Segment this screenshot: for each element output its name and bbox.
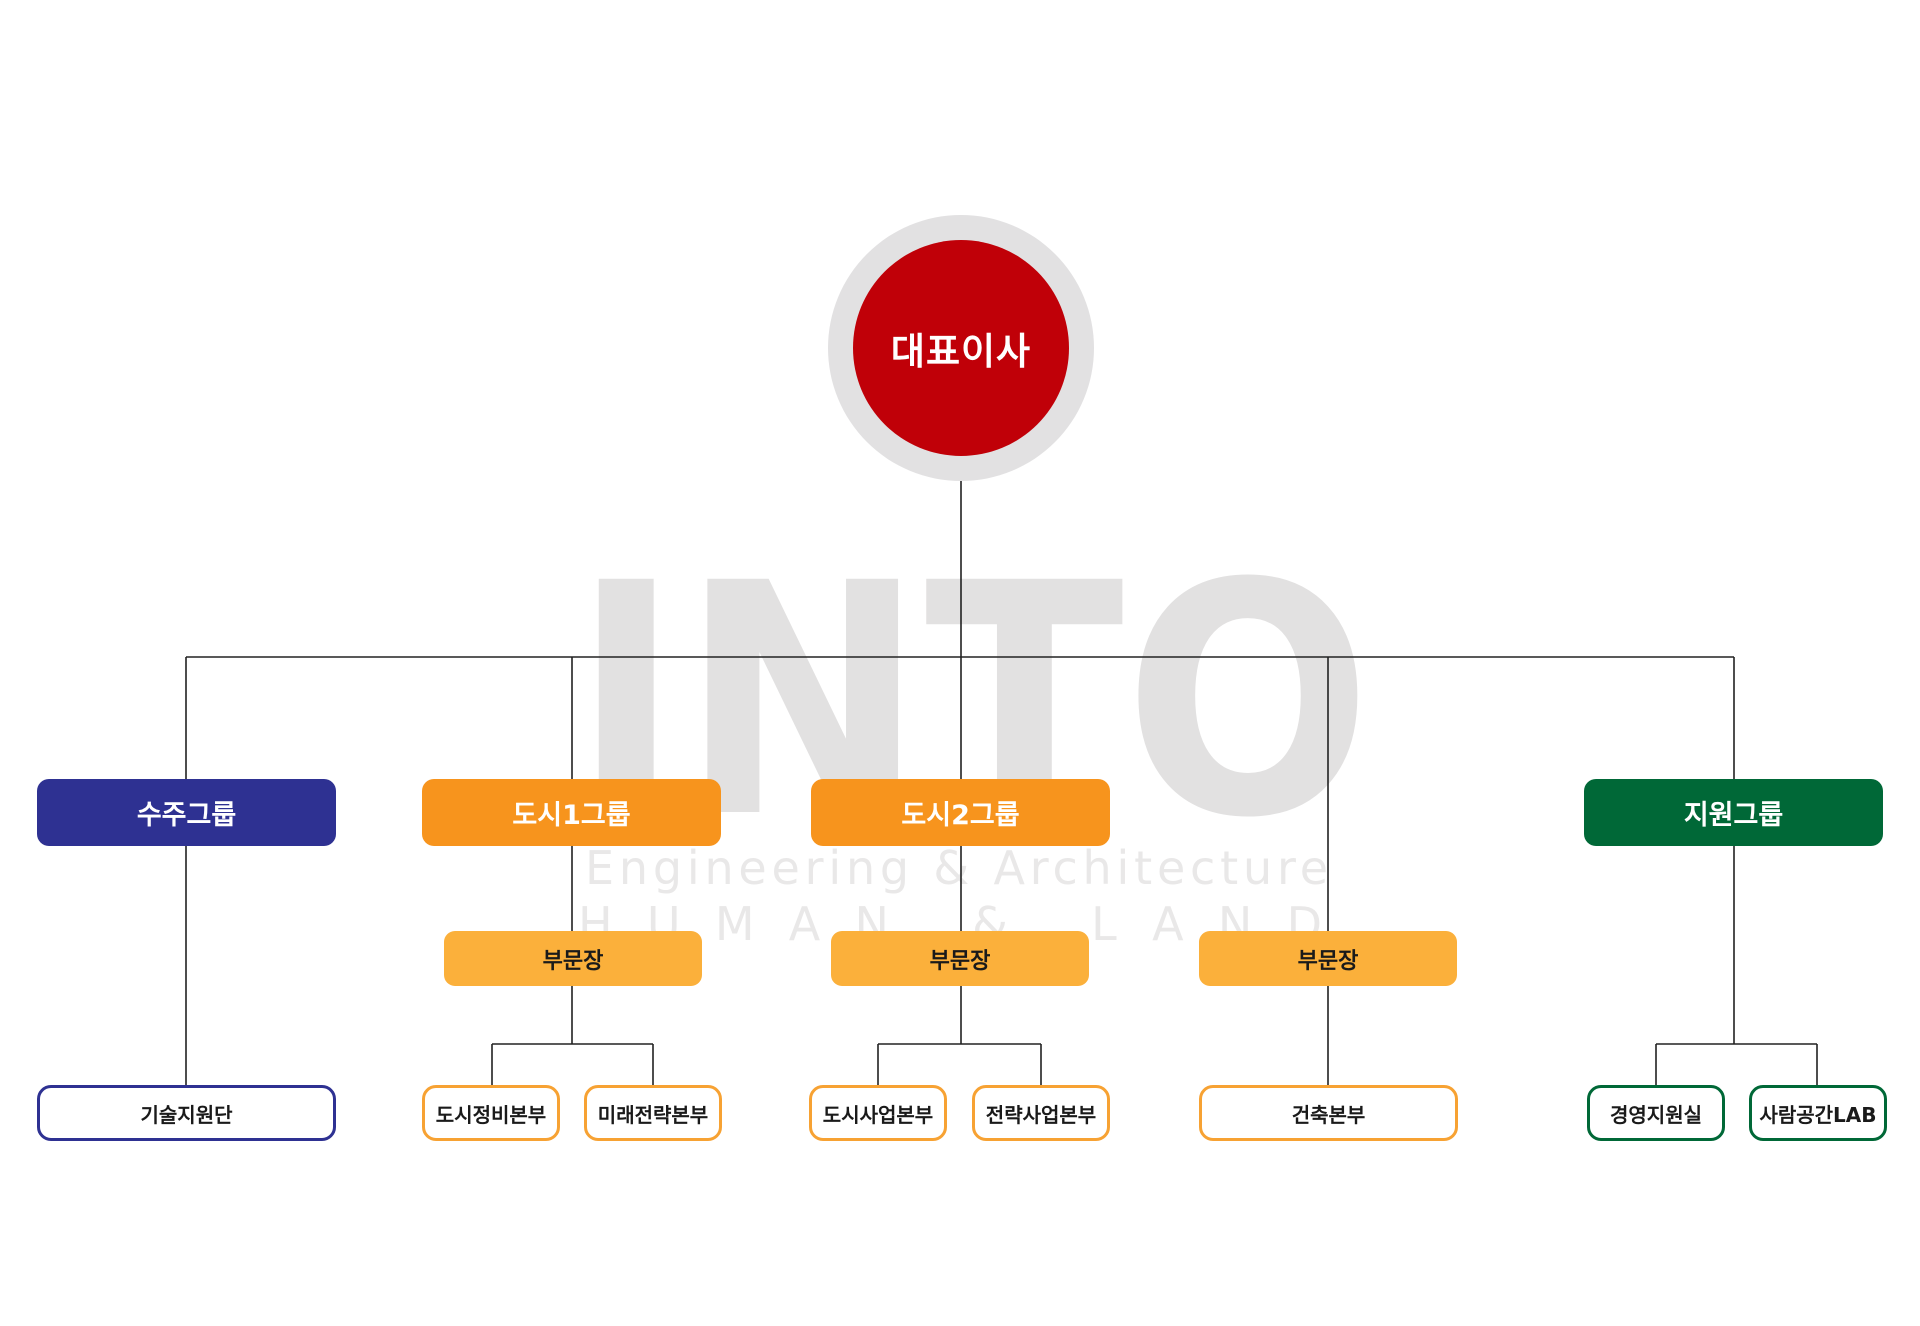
division-head-3: 부문장	[1199, 931, 1457, 986]
unit-strategic-business: 전략사업본부	[972, 1085, 1110, 1141]
unit-urban-business: 도시사업본부	[809, 1085, 947, 1141]
ceo-node: 대표이사	[853, 240, 1069, 456]
group-urban-2: 도시2그룹	[811, 779, 1110, 846]
division-head-2: 부문장	[831, 931, 1089, 986]
unit-future-strategy: 미래전략본부	[584, 1085, 722, 1141]
unit-architecture: 건축본부	[1199, 1085, 1458, 1141]
unit-management-support: 경영지원실	[1587, 1085, 1725, 1141]
unit-people-space-lab: 사람공간LAB	[1749, 1085, 1887, 1141]
watermark-tagline-1: Engineering & Architecture	[585, 841, 1328, 895]
group-support: 지원그룹	[1584, 779, 1883, 846]
group-sales: 수주그룹	[37, 779, 336, 846]
unit-tech-support: 기술지원단	[37, 1085, 336, 1141]
division-head-1: 부문장	[444, 931, 702, 986]
group-urban-1: 도시1그룹	[422, 779, 721, 846]
unit-urban-renewal: 도시정비본부	[422, 1085, 560, 1141]
